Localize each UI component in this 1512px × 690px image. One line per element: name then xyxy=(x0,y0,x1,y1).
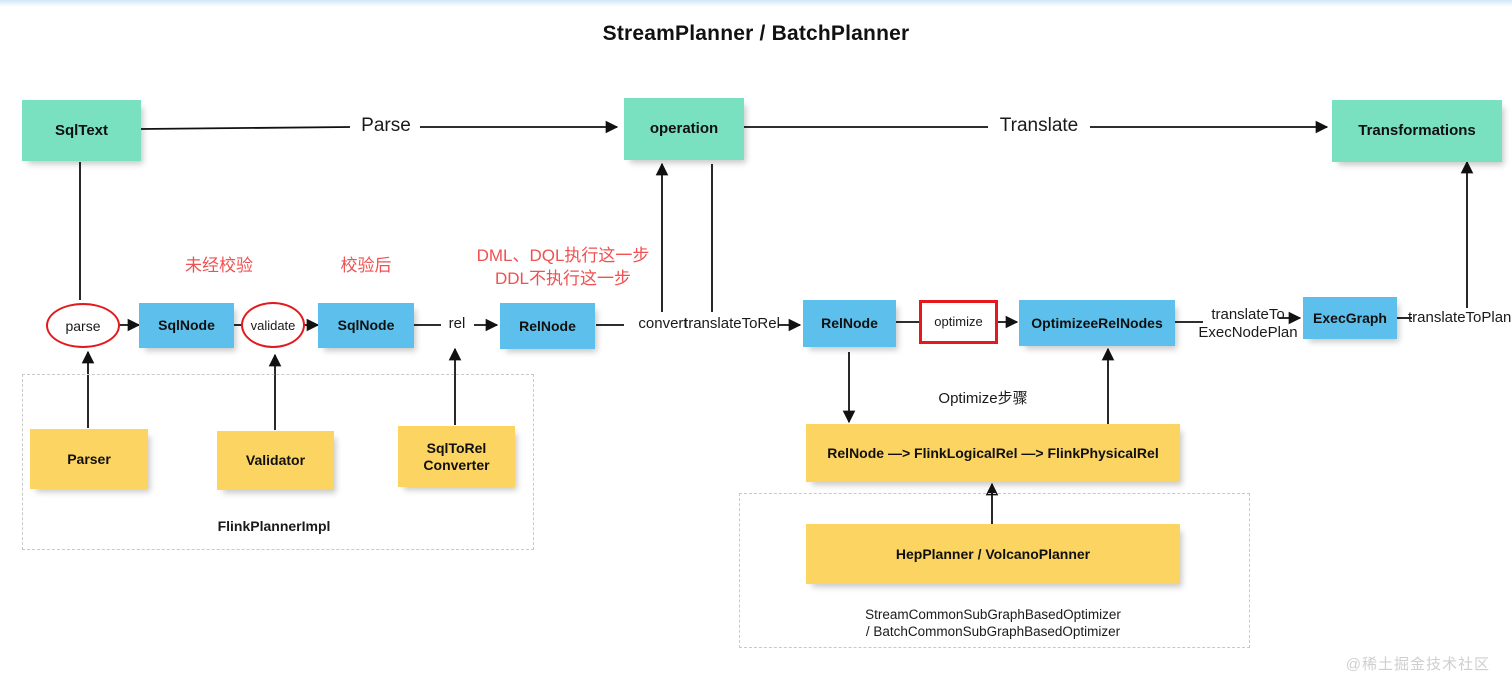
group-label-flinkplannerimpl: FlinkPlannerImpl xyxy=(217,518,331,534)
edge-label-translatetoexecnodeplan: translateTo ExecNodePlan xyxy=(1198,306,1298,342)
node-execgraph[interactable]: ExecGraph xyxy=(1303,297,1397,339)
node-operation[interactable]: operation xyxy=(624,98,744,160)
edge-label-parse: Parse xyxy=(361,115,411,136)
edge-label-translatetoplan: translateToPlan xyxy=(1408,309,1512,326)
step-parse-ellipse[interactable]: parse xyxy=(46,303,120,348)
node-sqltext-label: SqlText xyxy=(54,121,109,139)
node-execgraph-label: ExecGraph xyxy=(1313,309,1387,326)
group-label-commonsubgraphoptimizer: StreamCommonSubGraphBasedOptimizer / Bat… xyxy=(865,607,1121,640)
step-validate-ellipse[interactable]: validate xyxy=(241,302,305,348)
watermark: @稀土掘金技术社区 xyxy=(1345,656,1490,673)
node-validator[interactable]: Validator xyxy=(217,431,334,490)
node-sqlnode-validated-label: SqlNode xyxy=(337,317,395,334)
node-transformations-label: Transformations xyxy=(1358,122,1476,140)
node-operation-label: operation xyxy=(649,120,719,138)
node-sqltorelconverter-label: SqlToRel Converter xyxy=(423,439,490,473)
page-title: StreamPlanner / BatchPlanner xyxy=(602,22,910,45)
step-validate-label: validate xyxy=(250,317,296,333)
top-gradient-strip xyxy=(0,0,1512,7)
node-sqlnode-raw-label: SqlNode xyxy=(158,317,215,334)
edge-label-translate: Translate xyxy=(999,115,1079,136)
node-rel-pipeline-label: RelNode —> FlinkLogicalRel —> FlinkPhysi… xyxy=(827,444,1159,461)
node-rel-pipeline[interactable]: RelNode —> FlinkLogicalRel —> FlinkPhysi… xyxy=(806,424,1180,482)
node-relnode-mid[interactable]: RelNode xyxy=(500,303,595,349)
edge-label-convert: convert xyxy=(638,315,688,332)
edge-label-optimize-step: Optimize步骤 xyxy=(938,390,1028,407)
node-relnode-opt[interactable]: RelNode xyxy=(803,300,896,347)
node-parser-label: Parser xyxy=(67,450,111,467)
annotation-validated: 校验后 xyxy=(340,256,392,275)
node-relnode-opt-label: RelNode xyxy=(821,315,878,332)
node-planners-label: HepPlanner / VolcanoPlanner xyxy=(895,545,1091,562)
node-sqltorelconverter[interactable]: SqlToRel Converter xyxy=(398,426,515,487)
node-transformations[interactable]: Transformations xyxy=(1332,100,1502,162)
node-validator-label: Validator xyxy=(245,452,306,469)
node-parser[interactable]: Parser xyxy=(30,429,148,489)
step-parse-label: parse xyxy=(65,317,101,334)
node-sqlnode-validated[interactable]: SqlNode xyxy=(318,303,414,348)
edge-label-rel: rel xyxy=(448,315,466,332)
node-sqltext[interactable]: SqlText xyxy=(22,100,141,161)
node-planners[interactable]: HepPlanner / VolcanoPlanner xyxy=(806,524,1180,584)
annotation-unvalidated: 未经校验 xyxy=(185,256,253,275)
node-sqlnode-raw[interactable]: SqlNode xyxy=(139,303,234,348)
group-commonsubgraphoptimizer xyxy=(739,493,1250,648)
step-optimize-label: optimize xyxy=(934,314,983,330)
edge-label-translatetorel: translateToRel xyxy=(684,315,780,332)
node-optimizeerelnodes[interactable]: OptimizeeRelNodes xyxy=(1019,300,1175,346)
annotation-dml-dql-ddl: DML、DQL执行这一步 DDL不执行这一步 xyxy=(476,246,650,288)
node-optimizeerelnodes-label: OptimizeeRelNodes xyxy=(1031,314,1163,331)
node-relnode-mid-label: RelNode xyxy=(519,317,576,334)
group-flinkplannerimpl xyxy=(22,374,534,550)
edge-sqltext-to-parse-label xyxy=(140,126,351,130)
step-optimize-box[interactable]: optimize xyxy=(919,300,998,344)
